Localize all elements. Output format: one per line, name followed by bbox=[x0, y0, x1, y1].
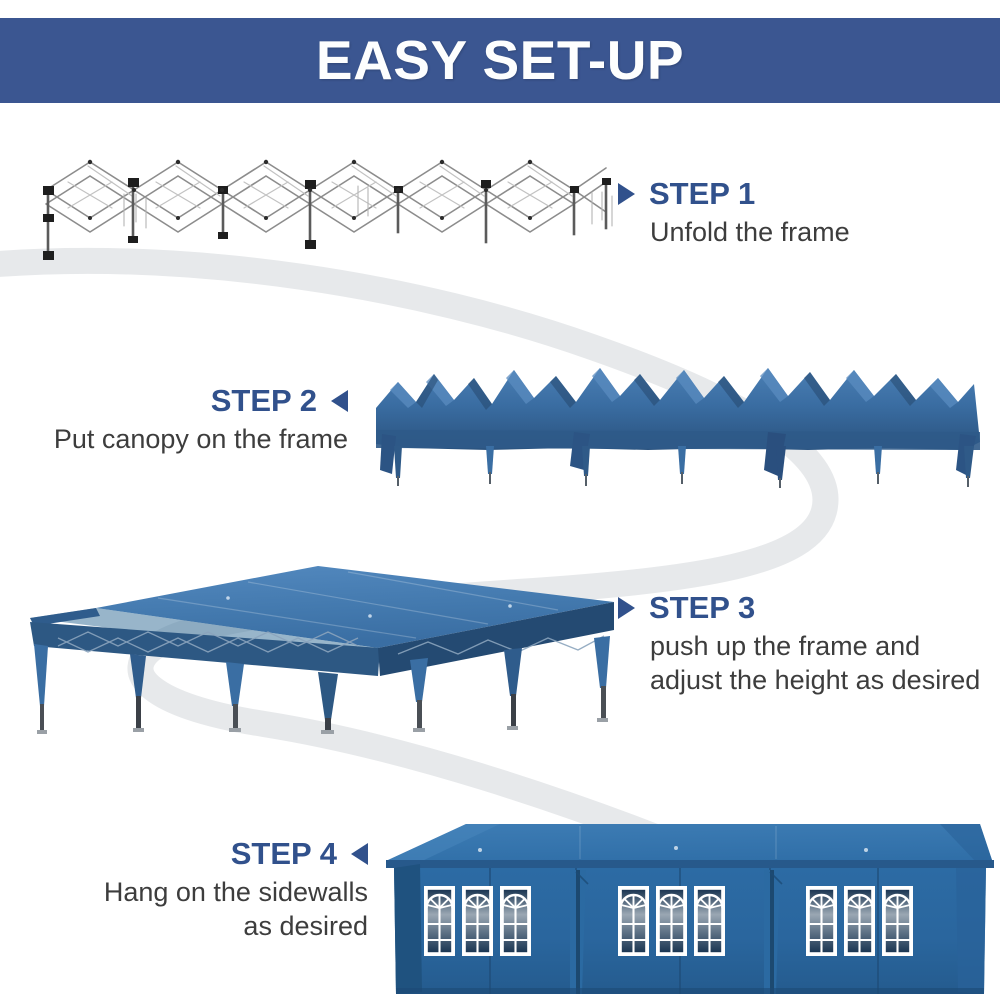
step-3-line-2: adjust the height as desired bbox=[650, 665, 981, 696]
step-2-line-1: Put canopy on the frame bbox=[53, 423, 348, 454]
step2-canopy-illustration bbox=[376, 368, 980, 488]
step-2-description: Put canopy on the frame bbox=[54, 422, 348, 457]
triangle-left-icon bbox=[351, 843, 368, 866]
step-1-label: STEP 1 bbox=[649, 176, 756, 211]
step4-tent-sidewalls-illustration bbox=[386, 824, 994, 994]
step-4-line-1: Hang on the sidewalls bbox=[103, 876, 368, 907]
page-title: EASY SET-UP bbox=[315, 29, 685, 91]
header-banner: EASY SET-UP bbox=[0, 18, 1000, 103]
step-3-block: STEP 3 push up the frame and adjust the … bbox=[618, 590, 980, 698]
step-4-line-2: as desired bbox=[243, 911, 368, 942]
step-2-label: STEP 2 bbox=[210, 383, 317, 418]
step-4-label: STEP 4 bbox=[230, 836, 337, 871]
step-3-heading: STEP 3 bbox=[618, 590, 980, 625]
triangle-right-icon bbox=[618, 183, 635, 206]
step-3-description: push up the frame and adjust the height … bbox=[650, 629, 980, 698]
step-4-description: Hang on the sidewalls as desired bbox=[104, 875, 368, 944]
step1-frame-illustration bbox=[43, 159, 613, 260]
step-3-label: STEP 3 bbox=[649, 590, 756, 625]
step-3-line-1: push up the frame and bbox=[650, 630, 921, 661]
step-2-block: STEP 2 Put canopy on the frame bbox=[54, 383, 348, 457]
step-4-block: STEP 4 Hang on the sidewalls as desired bbox=[104, 836, 368, 944]
step-4-heading: STEP 4 bbox=[104, 836, 368, 871]
step-1-line-1: Unfold the frame bbox=[650, 216, 850, 247]
triangle-right-icon bbox=[618, 597, 635, 620]
triangle-left-icon bbox=[331, 390, 348, 413]
step-1-block: STEP 1 Unfold the frame bbox=[618, 176, 850, 250]
step-1-heading: STEP 1 bbox=[618, 176, 850, 211]
step3-erected-canopy-illustration bbox=[30, 566, 614, 734]
step-1-description: Unfold the frame bbox=[650, 215, 850, 250]
step-2-heading: STEP 2 bbox=[54, 383, 348, 418]
flow-path bbox=[0, 247, 839, 870]
